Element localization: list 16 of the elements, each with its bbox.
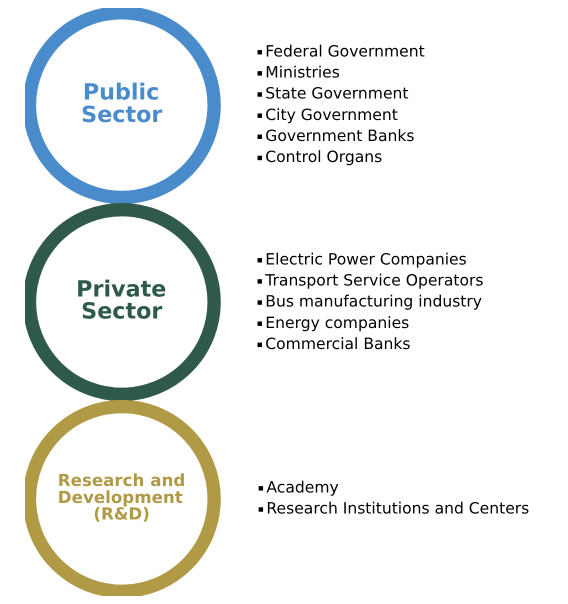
- node-label: Government Banks: [264, 126, 414, 145]
- node-circle: Public Sector: [24, 8, 220, 204]
- node-label: Ministries: [264, 63, 340, 82]
- node-label: Energy companies: [264, 314, 409, 332]
- node-label: Electric Power Companies: [264, 250, 466, 268]
- node-label: Academy: [266, 478, 338, 496]
- node-label: City Government: [264, 106, 398, 124]
- node-circle: Research and Development (R&D): [24, 400, 220, 596]
- node-label: State Government: [264, 84, 408, 103]
- node-label: Bus manufacturing industry: [264, 292, 482, 311]
- node-label: Research Institutions and Centers: [266, 500, 529, 518]
- node-label: Transport Service Operators: [264, 272, 484, 290]
- node-label: Federal Government: [264, 42, 424, 60]
- node-label: Control Organs: [264, 148, 382, 166]
- node-label: Commercial Banks: [264, 334, 410, 353]
- node-circle: Private Sector: [24, 202, 220, 402]
